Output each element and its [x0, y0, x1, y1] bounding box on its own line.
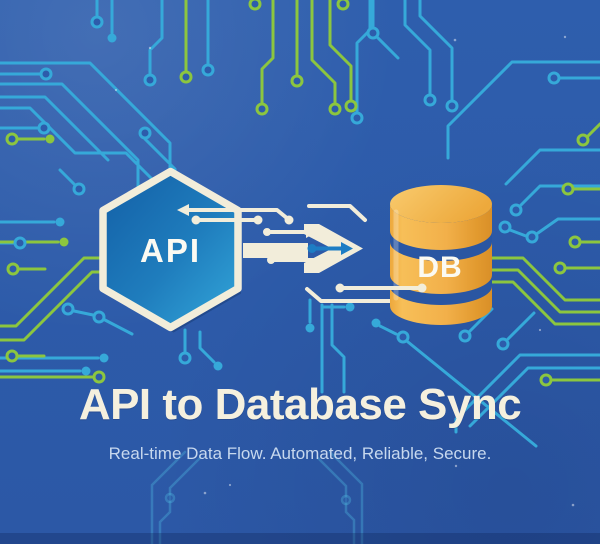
circuit-node [340, 494, 352, 506]
circuit-ring [5, 132, 19, 146]
db-connector-dot [417, 283, 427, 293]
circuit-ring [248, 0, 262, 11]
circuit-dot [107, 33, 117, 43]
circuit-ring [143, 73, 157, 87]
circuit-dot [305, 323, 315, 333]
circuit-ring [539, 373, 553, 387]
circuit-dot [213, 361, 223, 371]
circuit-ring [92, 370, 106, 384]
circuit-ring [568, 235, 582, 249]
circuit-ring [366, 26, 380, 40]
circuit-ring [178, 351, 192, 365]
circuit-ring [496, 337, 510, 351]
circuit-ring [90, 15, 104, 29]
db-top-face [390, 185, 492, 223]
circuit-ring [37, 121, 51, 135]
sync-arrow-icon [243, 224, 363, 273]
dust-specks [114, 35, 575, 507]
circuit-ring [255, 102, 269, 116]
circuit-ring [344, 99, 358, 113]
circuit-ring [328, 102, 342, 116]
circuit-dot [345, 302, 355, 312]
circuit-ring [561, 182, 575, 196]
db-separator-band [390, 275, 492, 305]
circuit-ring [138, 126, 152, 140]
circuit-ring [92, 310, 106, 324]
circuit-ring [525, 230, 539, 244]
api-badge-label: API [140, 232, 201, 269]
circuit-ring [396, 330, 410, 344]
arrow-shape [243, 224, 363, 273]
circuit-ring [498, 220, 512, 234]
circuit-traces-faint [150, 450, 364, 544]
circuit-ring [547, 71, 561, 85]
circuit-ring [423, 93, 437, 107]
circuit-ring [445, 99, 459, 113]
page-title: API to Database Sync [78, 380, 522, 429]
cream-connector-circuits [177, 204, 427, 308]
circuit-dot [371, 318, 381, 328]
bottom-strip [0, 533, 600, 544]
page-subtitle: Real-time Data Flow. Automated, Reliable… [108, 444, 492, 463]
circuit-ring [290, 74, 304, 88]
circuit-ring [5, 349, 19, 363]
circuit-ring [72, 182, 86, 196]
circuit-ring [6, 262, 20, 276]
circuit-node [164, 492, 176, 504]
circuit-ring [13, 236, 27, 250]
circuit-ring [61, 302, 75, 316]
circuit-ring [179, 70, 193, 84]
circuit-dots-cyan [55, 33, 381, 376]
circuit-dot [81, 366, 91, 376]
circuit-dot [45, 134, 55, 144]
mini-blue-arrow-head [307, 242, 353, 255]
circuit-ring [336, 0, 350, 11]
connector-lines [187, 204, 422, 303]
circuit-ring [509, 203, 523, 217]
circuit-ring [576, 133, 590, 147]
db-label: DB [417, 251, 462, 284]
circuit-dot [99, 353, 109, 363]
circuit-dot [55, 217, 65, 227]
circuit-rings-cyan [13, 15, 561, 365]
circuit-ring [350, 111, 364, 125]
circuit-ring [458, 329, 472, 343]
database-icon: DB [338, 185, 492, 325]
circuit-dot [59, 237, 69, 247]
circuit-ring [553, 261, 567, 275]
api-hexagon-badge: API [99, 167, 242, 333]
circuit-rings-green [5, 0, 590, 387]
circuit-traces-green [0, 0, 600, 382]
circuit-ring [39, 67, 53, 81]
db-separator-band [390, 231, 492, 261]
circuit-ring [201, 63, 215, 77]
